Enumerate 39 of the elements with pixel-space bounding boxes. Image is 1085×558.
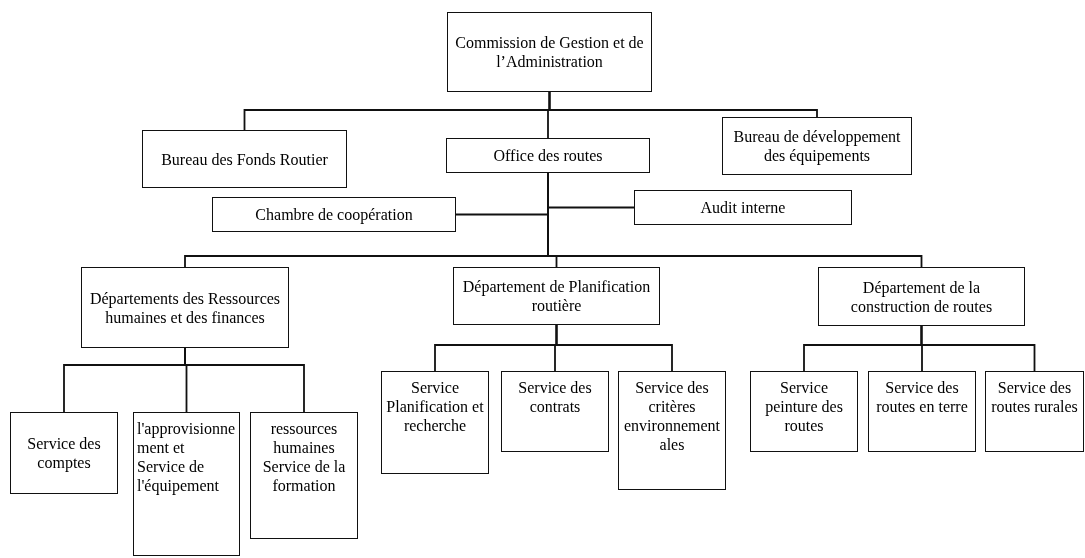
org-box (133, 412, 240, 556)
org-box (10, 412, 118, 494)
box-label: Office des routes (493, 146, 603, 165)
org-box (250, 412, 358, 539)
connector-line (920, 325, 1036, 372)
org-box (381, 371, 489, 474)
box-label: Service peinture des routes (764, 378, 844, 435)
box-label: Bureau de développement des équipements (732, 127, 902, 165)
box-label: Service des critères environnementales (623, 378, 721, 454)
org-box (447, 12, 652, 92)
box-label: Service des routes en terre (875, 378, 969, 416)
org-box (501, 371, 609, 452)
org-box (985, 371, 1084, 452)
box-label: l'approvisionnement et Service de l'équipement (137, 419, 236, 495)
box-label: Audit interne (700, 198, 786, 217)
box-label: Départements des Ressources humaines et des finances (88, 288, 282, 327)
box-label: Commission de Gestion et de l’Administration (454, 33, 645, 71)
org-box (868, 371, 976, 452)
org-box (634, 190, 852, 225)
org-box (453, 267, 660, 325)
box-label: Service Planification et recherche (385, 378, 485, 435)
box-label: Département de la construction de routes (849, 277, 994, 316)
org-box (818, 267, 1025, 326)
box-label: Bureau des Fonds Routier (161, 149, 328, 169)
org-box (750, 371, 858, 452)
connector-line (548, 91, 818, 118)
box-label: Service des contrats (517, 378, 593, 416)
org-box (722, 117, 912, 175)
org-box (81, 267, 289, 348)
box-label: Service des routes rurales (990, 378, 1079, 416)
box-label: Département de Planification routière (461, 277, 652, 315)
box-label: ressources humaines Service de la formation (261, 419, 347, 495)
org-box (142, 130, 347, 188)
org-box (446, 138, 650, 173)
box-label: Chambre de coopération (255, 205, 413, 224)
box-label: Service des comptes (26, 434, 102, 472)
org-box (618, 371, 726, 490)
connector-line (555, 324, 673, 372)
org-box (212, 197, 456, 232)
